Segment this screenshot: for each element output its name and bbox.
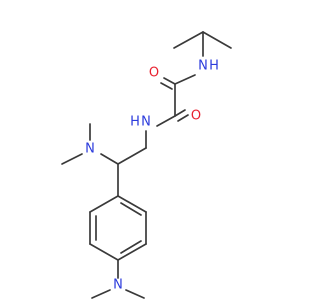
ring-double-2 bbox=[120, 240, 142, 254]
ring-bond-1 bbox=[117, 195, 147, 213]
atom-o-top: O bbox=[149, 66, 159, 81]
ring-bond-3 bbox=[117, 243, 147, 261]
bond-c-o-mid-b bbox=[177, 114, 189, 122]
atom-h-top: H bbox=[209, 59, 219, 74]
bond-nh-carbonyl-top bbox=[174, 74, 196, 85]
bond-carbonyl-nh-mid bbox=[156, 115, 176, 127]
bond-ipr-methyl-left bbox=[173, 31, 204, 49]
atoms: N H O O N H N N bbox=[85, 57, 220, 293]
bond-ring-nme2-methyl-right bbox=[125, 289, 145, 299]
ring-bond-4 bbox=[89, 243, 119, 261]
ring-bond-6 bbox=[89, 195, 119, 213]
bond-nme2-methyl-left bbox=[61, 153, 83, 165]
bond-ch2-ch bbox=[117, 147, 147, 165]
bond-ch-nme2 bbox=[100, 153, 119, 165]
molecule-structure: N H O O N H N N bbox=[61, 31, 232, 299]
atom-n-top: N bbox=[198, 59, 208, 74]
bond-ipr-methyl-right bbox=[202, 31, 232, 49]
bond-c-o-top-b bbox=[160, 82, 173, 90]
bond-c-o-mid-a bbox=[174, 109, 186, 117]
bond-ring-nme2-methyl-left bbox=[91, 289, 111, 299]
atom-o-mid: O bbox=[191, 109, 201, 124]
atom-n-ring: N bbox=[113, 278, 123, 293]
atom-n-mid: N bbox=[141, 115, 151, 130]
bonds bbox=[61, 31, 232, 299]
ring-double-1 bbox=[120, 202, 142, 216]
bond-c-o-top-a bbox=[163, 77, 176, 85]
atom-n-side: N bbox=[85, 142, 95, 157]
atom-bg-nh-top bbox=[196, 57, 220, 75]
atom-h-mid: H bbox=[130, 115, 140, 130]
